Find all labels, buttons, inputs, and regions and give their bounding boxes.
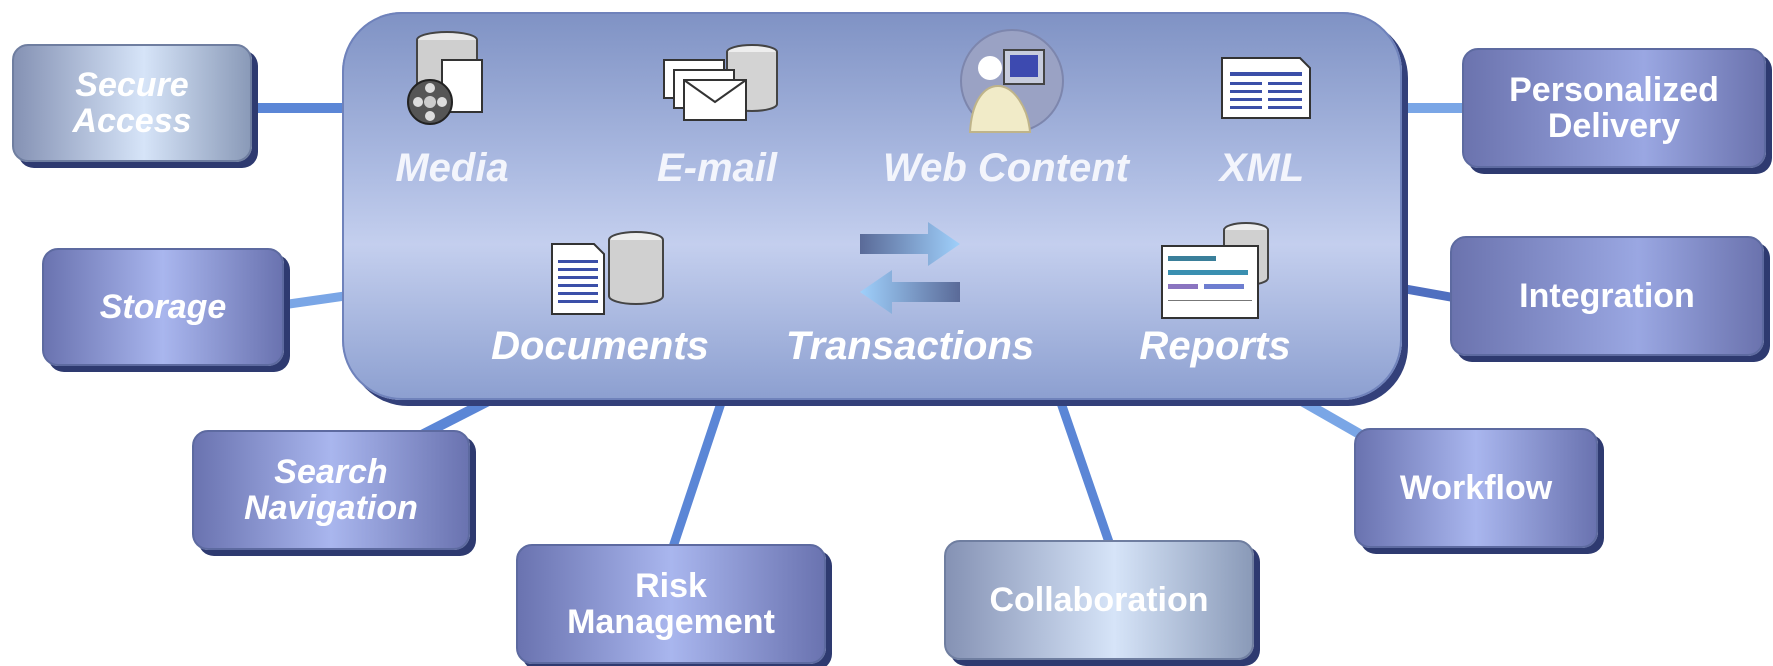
connector-storage: [281, 291, 346, 310]
hub-label-xml: XML: [1219, 146, 1305, 190]
risk-management-line-1: Risk: [635, 567, 707, 605]
personalized-delivery-line-1: Personalized: [1509, 71, 1719, 109]
email-database-icon: [663, 44, 778, 121]
hub-label-web-content: Web Content: [883, 146, 1129, 190]
document-database-icon: [551, 231, 664, 315]
storage-label: Storage: [99, 288, 227, 326]
secure-access-line-1: Secure: [75, 66, 189, 104]
hub-label-media: Media: [395, 146, 509, 190]
box-workflow: Workflow: [1354, 428, 1598, 548]
box-collaboration: Collaboration: [944, 540, 1254, 660]
box-integration: Integration: [1450, 236, 1764, 356]
exchange-arrows-icon: [860, 222, 960, 314]
connector-risk-management: [667, 398, 727, 552]
secure-access-line-2: Access: [72, 102, 192, 140]
web-user-icon: [960, 29, 1064, 133]
xml-document-icon: [1221, 57, 1311, 119]
integration-label: Integration: [1519, 277, 1695, 315]
report-chart-icon: [1161, 222, 1269, 319]
risk-management-line-2: Management: [567, 603, 775, 641]
box-storage: Storage: [42, 248, 284, 366]
hub-label-documents: Documents: [491, 324, 709, 368]
media-database-icon: [407, 31, 483, 125]
search-navigation-line-2: Navigation: [244, 489, 418, 527]
collaboration-label: Collaboration: [989, 581, 1209, 619]
search-navigation-line-1: Search: [274, 453, 388, 491]
hub-label-email: E-mail: [656, 146, 778, 190]
workflow-label: Workflow: [1399, 469, 1553, 507]
connector-collaboration: [1055, 398, 1115, 547]
hub-label-transactions: Transactions: [785, 324, 1035, 368]
connector-integration: [1399, 283, 1457, 303]
hub-label-reports: Reports: [1139, 324, 1291, 368]
personalized-delivery-line-2: Delivery: [1547, 107, 1681, 145]
